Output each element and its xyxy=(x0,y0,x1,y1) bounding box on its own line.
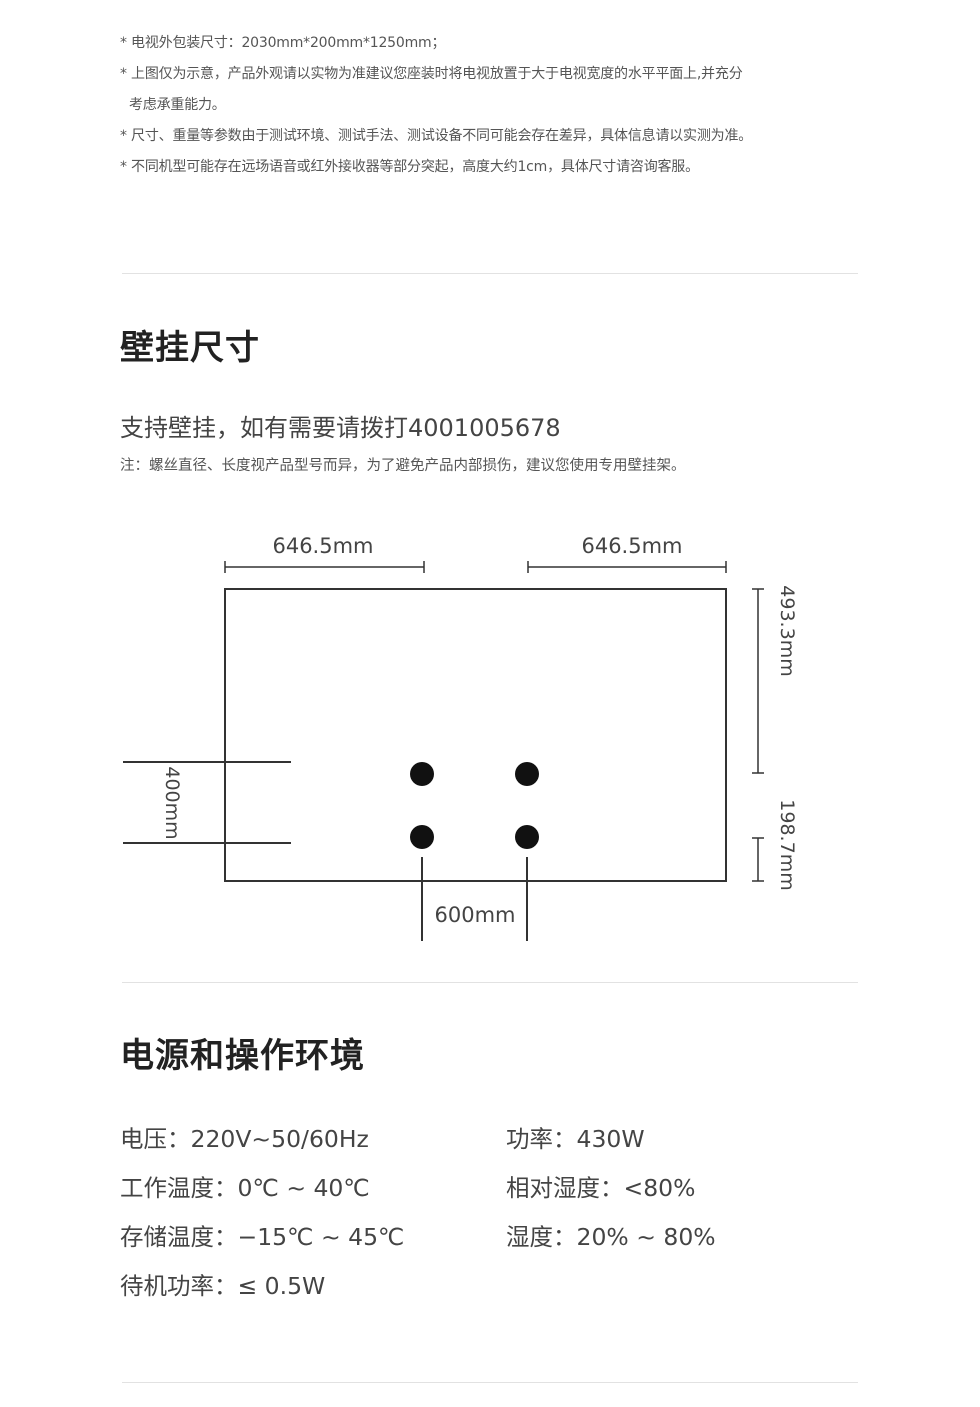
note-measurement: * 尺寸、重量等参数由于测试环境、测试手法、测试设备不同可能会存在差异，具体信息… xyxy=(120,128,753,144)
divider-1 xyxy=(122,273,858,274)
left-width-label: 646.5mm xyxy=(272,534,373,558)
hole-vertical-label: 400mm xyxy=(161,766,183,839)
spec-humidity: 湿度：20% ~ 80% xyxy=(506,1223,716,1251)
spec-standby-power: 待机功率：≤ 0.5W xyxy=(120,1272,326,1300)
mount-hole-bottom-left xyxy=(410,825,434,849)
mount-hole-top-left xyxy=(410,762,434,786)
mount-hole-top-right xyxy=(515,762,539,786)
divider-2 xyxy=(122,982,858,983)
mount-hole-bottom-right xyxy=(515,825,539,849)
right-width-label: 646.5mm xyxy=(581,534,682,558)
note-protrusion: * 不同机型可能存在远场语音或红外接收器等部分突起，高度大约1cm，具体尺寸请咨… xyxy=(120,159,699,175)
spec-operating-temp: 工作温度：0℃ ~ 40℃ xyxy=(120,1174,370,1202)
package-notes: * 电视外包装尺寸：2030mm*200mm*1250mm； * 上图仅为示意，… xyxy=(120,28,860,183)
spec-storage-temp: 存储温度：−15℃ ~ 45℃ xyxy=(120,1223,405,1251)
divider-3 xyxy=(122,1382,858,1383)
power-title: 电源和操作环境 xyxy=(120,1036,365,1076)
spec-power: 功率：430W xyxy=(506,1125,645,1153)
note-package-size: * 电视外包装尺寸：2030mm*200mm*1250mm； xyxy=(120,35,446,51)
note-illustration: * 上图仅为示意，产品外观请以实物为准建议您座装时将电视放置于大于电视宽度的水平… xyxy=(120,66,743,82)
spec-relative-humidity: 相对湿度：<80% xyxy=(506,1174,696,1202)
bottom-height-label: 198.7mm xyxy=(776,799,798,890)
spec-voltage: 电压：220V~50/60Hz xyxy=(120,1125,369,1153)
wall-mount-note: 注：螺丝直径、长度视产品型号而异，为了避免产品内部损伤，建议您使用专用壁挂架。 xyxy=(120,458,686,474)
wall-mount-diagram: 646.5mm 646.5mm 600mm 493.3mm 198.7mm 40… xyxy=(123,534,798,941)
tv-outline xyxy=(224,588,727,882)
hole-horizontal-label: 600mm xyxy=(435,903,516,927)
top-height-label: 493.3mm xyxy=(776,585,798,676)
note-illustration-cont: 考虑承重能力。 xyxy=(129,97,226,113)
wall-mount-subtitle: 支持壁挂，如有需要请拨打4001005678 xyxy=(120,414,561,442)
wall-mount-title: 壁挂尺寸 xyxy=(120,328,260,368)
